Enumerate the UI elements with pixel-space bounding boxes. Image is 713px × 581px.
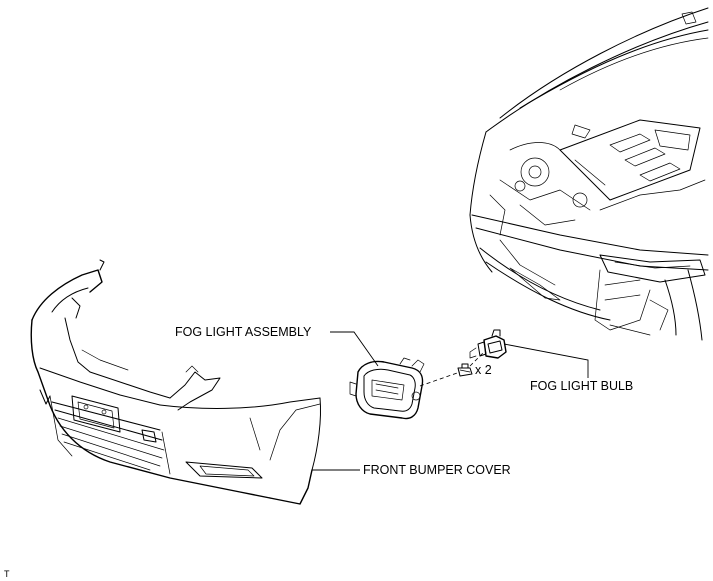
car-front-engine-bay-icon [469,7,709,341]
label-fog-light-assembly: FOG LIGHT ASSEMBLY [175,325,312,339]
label-front-bumper-cover: FRONT BUMPER COVER [363,463,511,477]
install-path-screw [419,371,461,387]
leader-fog-light-assembly [330,331,379,367]
screw-icon [457,363,473,377]
fog-light-bulb-icon [469,329,507,359]
fog-light-assembly-icon [349,357,425,420]
install-path-bulb [469,351,485,367]
corner-tag: T [4,569,10,579]
leader-fog-light-bulb [503,343,589,378]
label-fog-light-bulb: FOG LIGHT BULB [530,379,633,393]
label-fastener-quantity: x 2 [475,363,492,377]
front-bumper-cover-icon [30,259,321,505]
